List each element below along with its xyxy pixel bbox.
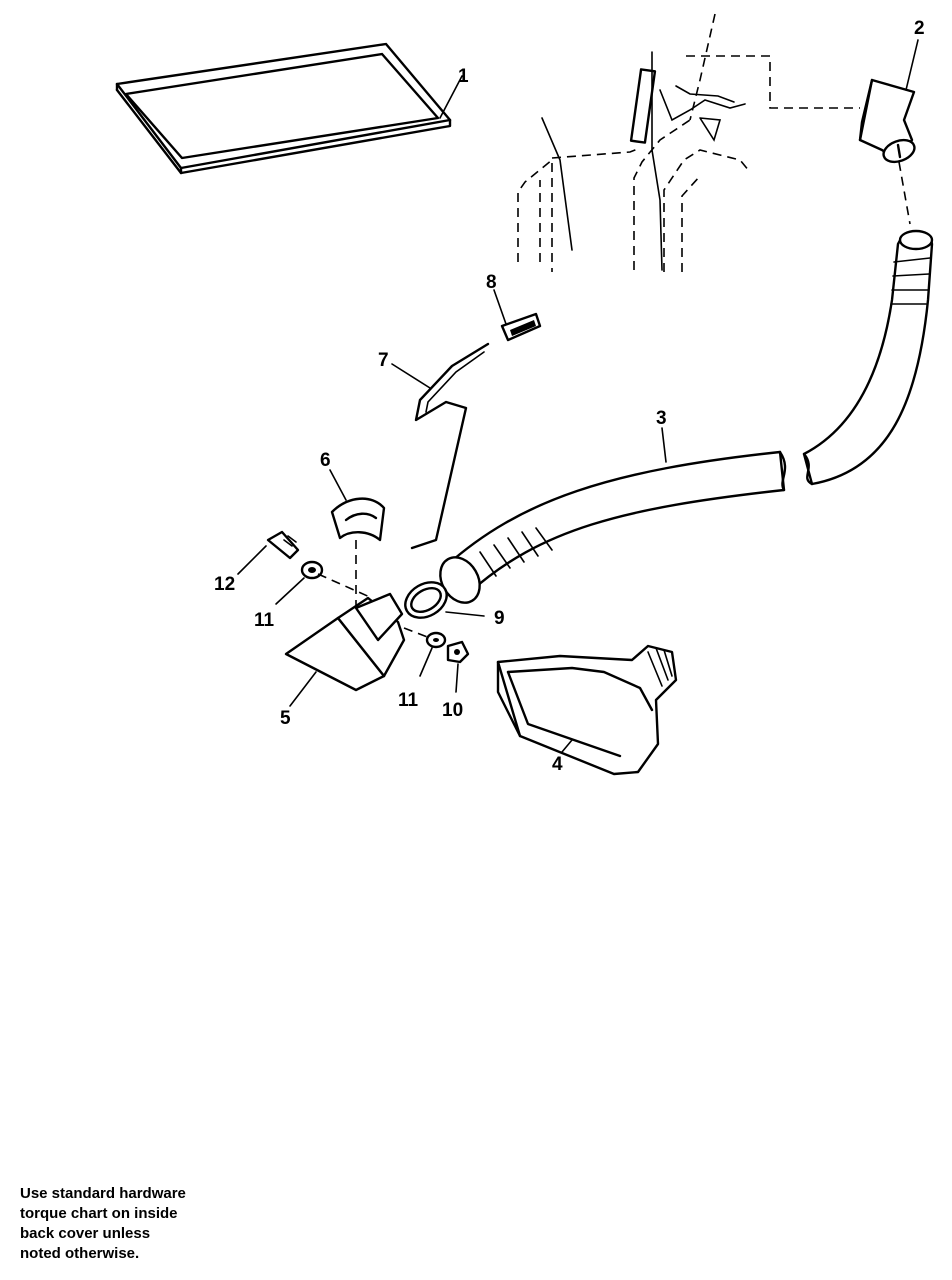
callout-8: 8 — [486, 272, 497, 293]
callout-7: 7 — [378, 350, 389, 371]
part-9-hose-clamp — [404, 581, 485, 619]
note-line: back cover unless — [20, 1225, 151, 1242]
part-2-adapter — [858, 39, 919, 225]
part-5-nozzle — [284, 592, 406, 707]
part-11-washer-left — [275, 560, 373, 605]
part-6-bracket — [329, 469, 386, 630]
part-3-hose — [439, 229, 934, 604]
callout-4: 4 — [552, 754, 563, 775]
callout-2: 2 — [914, 18, 925, 39]
callout-3: 3 — [656, 408, 667, 429]
callout-9: 9 — [494, 608, 505, 629]
machine-frame-outline — [517, 13, 860, 272]
part-12-screw — [237, 530, 300, 575]
callout-11-left: 11 — [254, 610, 275, 631]
part-10-nut — [446, 640, 470, 693]
part-8-clip — [493, 289, 542, 342]
callout-6: 6 — [320, 450, 331, 471]
callout-12: 12 — [214, 574, 235, 595]
note-line: Use standard hardware — [20, 1185, 186, 1202]
callout-1: 1 — [458, 66, 469, 87]
callout-5: 5 — [280, 708, 291, 729]
part-1-tray — [115, 42, 463, 175]
part-7-rod — [391, 342, 490, 550]
part-4-attachment — [496, 644, 678, 776]
torque-note: Use standard hardware torque chart on in… — [20, 1184, 250, 1264]
callout-11-right: 11 — [398, 690, 419, 711]
note-line: noted otherwise. — [20, 1245, 140, 1262]
callout-10: 10 — [442, 700, 463, 721]
part-11-washer-right — [403, 627, 447, 677]
note-line: torque chart on inside — [20, 1205, 178, 1222]
